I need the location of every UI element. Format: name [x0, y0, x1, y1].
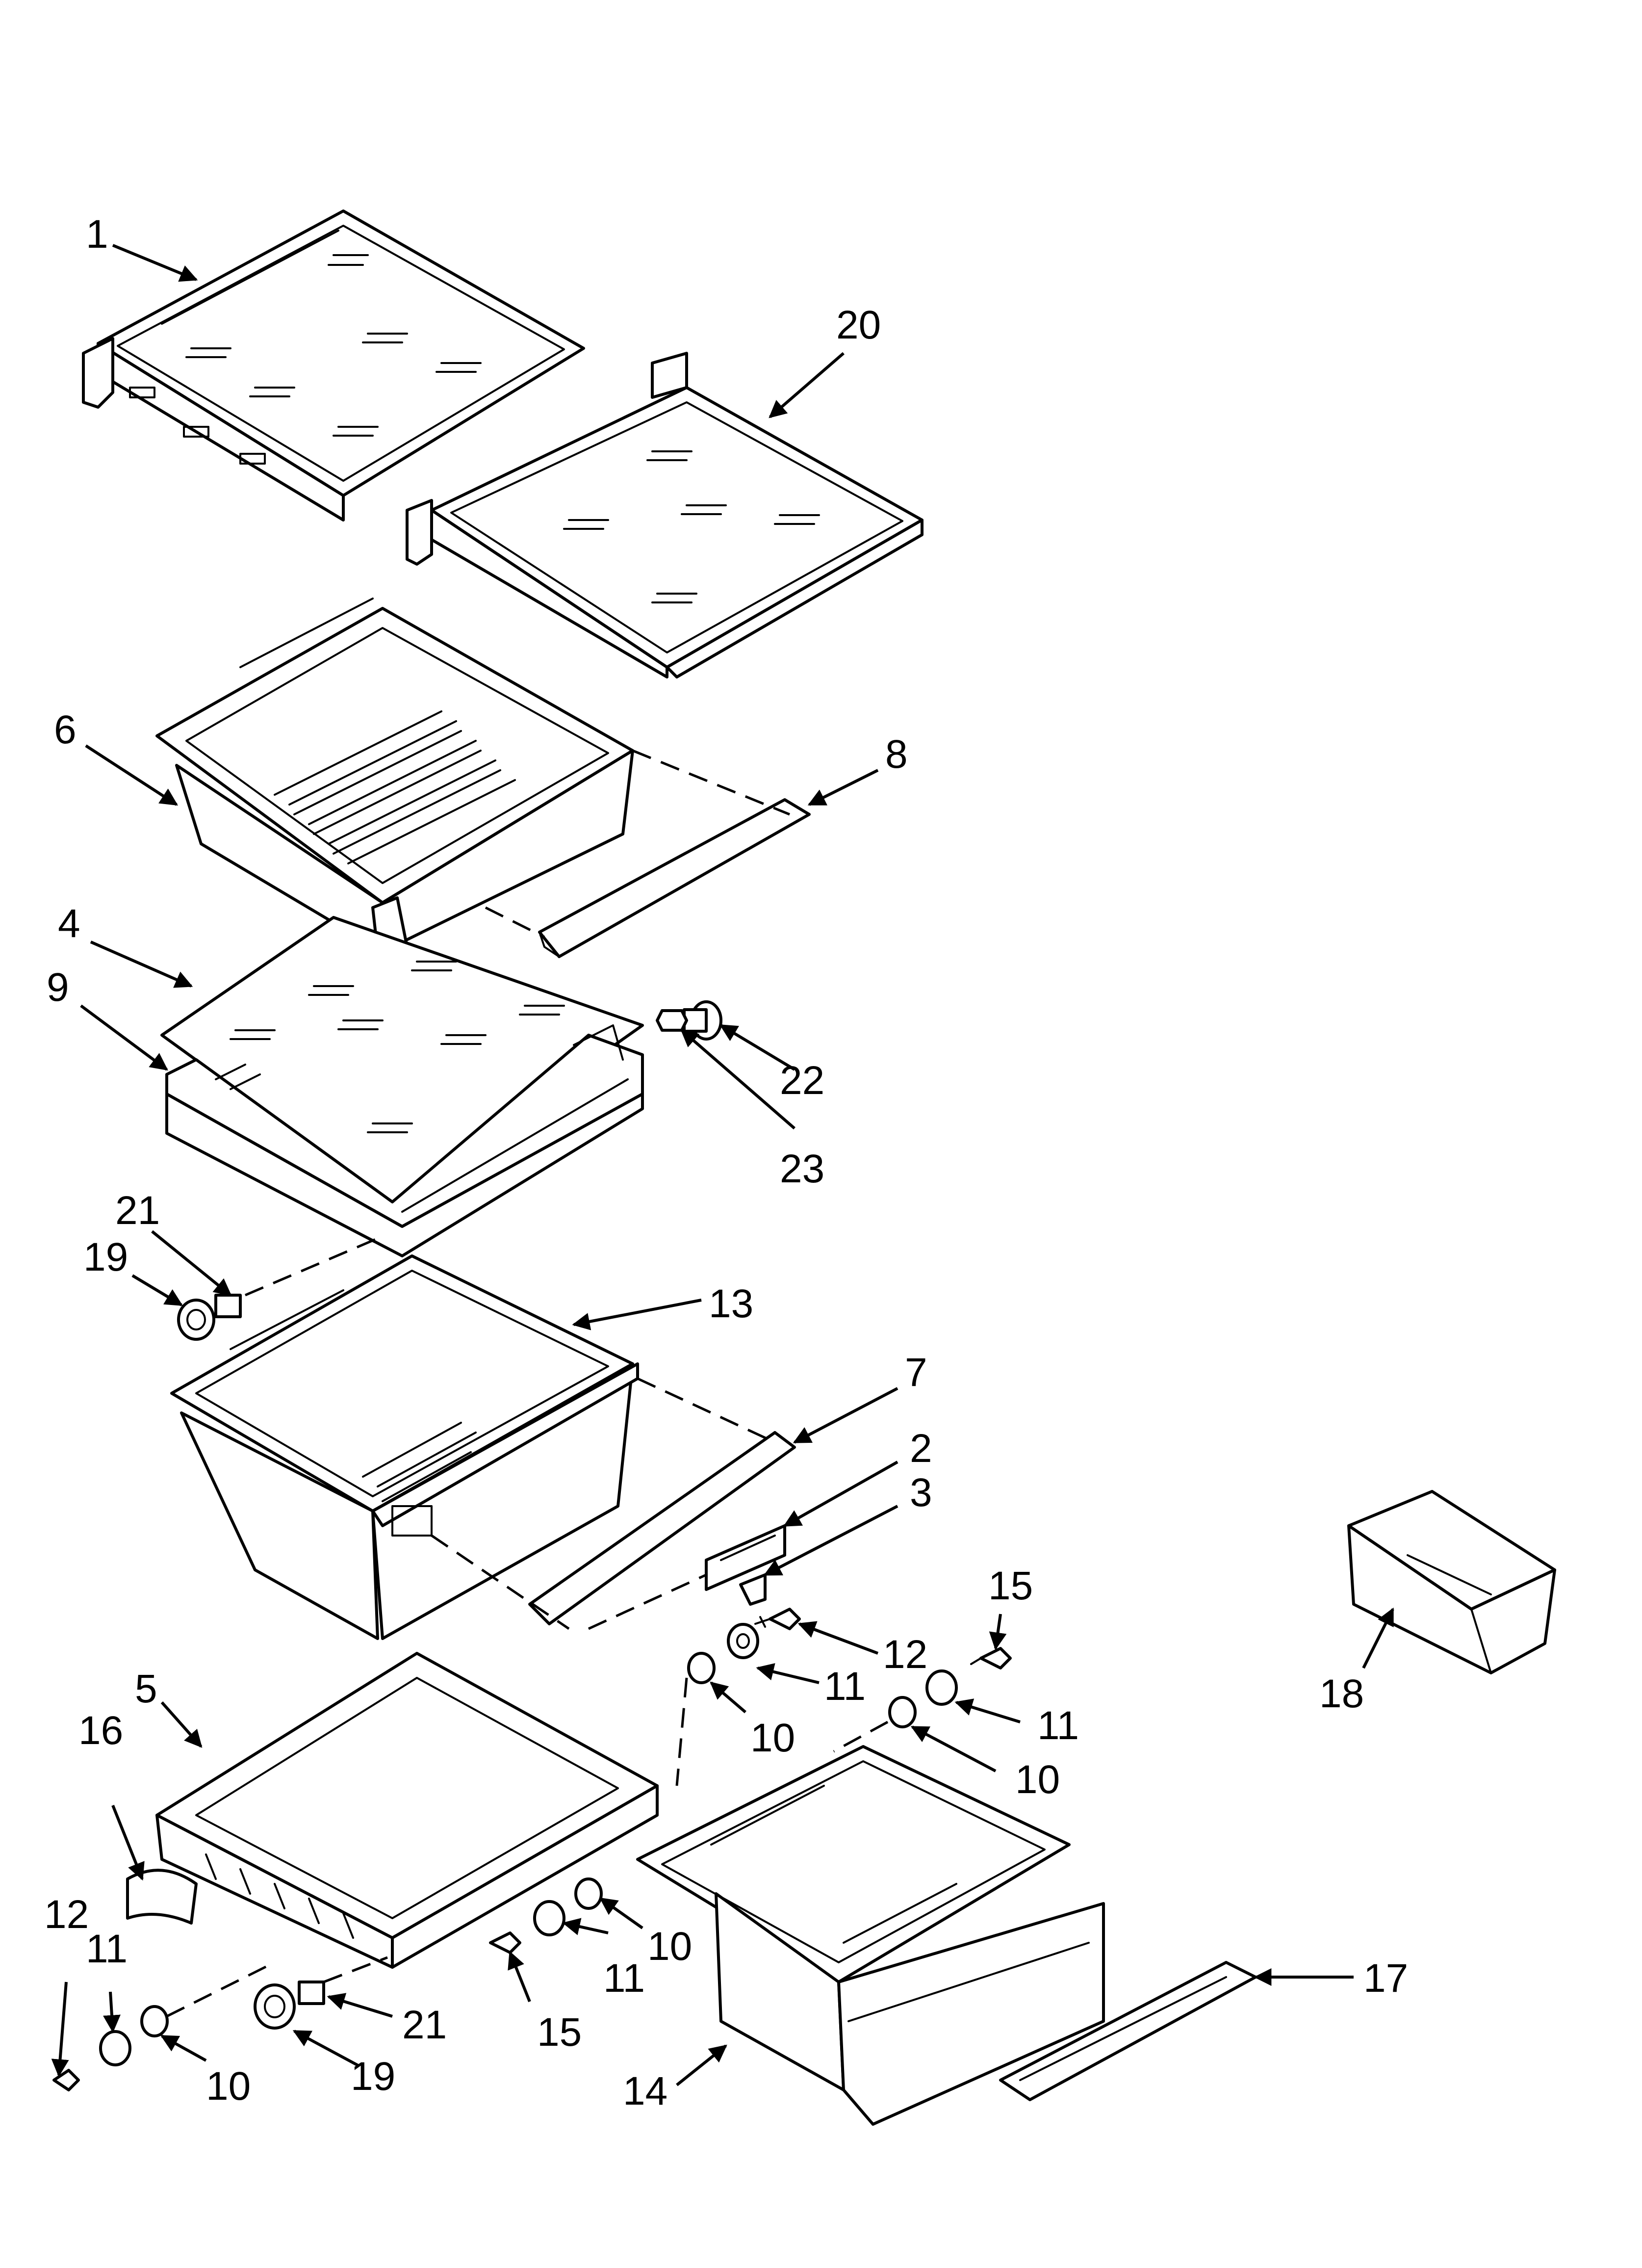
callout-22: 22: [780, 1058, 824, 1103]
part-19-roller-lower: [254, 1983, 296, 2030]
callout-15-lower: 15: [537, 2010, 582, 2055]
part-10-washer-mid: [574, 1877, 603, 1910]
callout-4: 4: [58, 901, 80, 946]
part-5-cover-frame: [155, 1652, 659, 1969]
part-23-screw: [656, 1009, 688, 1032]
part-21-axle-lower: [298, 1981, 325, 2005]
callout-18: 18: [1319, 1671, 1364, 1716]
part-16-cap: [126, 1869, 198, 1925]
part-11-bushing-lower: [99, 2030, 131, 2066]
callout-11-a: 11: [824, 1664, 866, 1709]
part-7-trim-rail: [431, 1377, 796, 1630]
callout-2: 2: [910, 1426, 932, 1471]
callout-13: 13: [709, 1281, 753, 1326]
part-10-washer-upper: [687, 1652, 716, 1684]
callout-21-upper: 21: [115, 1188, 160, 1233]
part-9-cover-frame: [165, 1024, 644, 1257]
callout-20: 20: [836, 303, 881, 347]
part-10-washer-lower: [140, 2005, 169, 2037]
part-15-screw-upper: [970, 1647, 1012, 1669]
part-3-bracket: [739, 1573, 767, 1606]
callout-labels: 1 20 6 8 4 9 22 23 21 19 13 7 2 3 15 12 …: [44, 212, 1408, 2113]
callout-16: 16: [78, 1708, 123, 1753]
part-19-roller-upper: [177, 1299, 215, 1341]
callout-7: 7: [905, 1350, 927, 1395]
part-22-roller: [683, 1000, 722, 1041]
part-8-trim-rail: [485, 749, 811, 958]
callout-8: 8: [885, 732, 908, 777]
callout-10-d: 10: [647, 1924, 692, 1969]
callout-3: 3: [910, 1470, 932, 1515]
callout-15-upper: 15: [988, 1564, 1033, 1608]
callout-1: 1: [86, 212, 108, 257]
part-15-screw-lower: [489, 1931, 521, 1954]
part-20-glass-shelf: [406, 352, 924, 678]
part-2-clip: [705, 1524, 786, 1591]
part-13-deep-drawer: [170, 1254, 639, 1640]
callout-19-upper: 19: [83, 1235, 128, 1279]
callout-12-lower: 12: [44, 1892, 89, 1937]
part-12-screw-upper: [754, 1608, 801, 1630]
callout-17: 17: [1363, 1956, 1408, 2001]
part-14-lower-drawer: [636, 1745, 1105, 2126]
callout-11-c: 11: [86, 1927, 128, 1971]
callout-6: 6: [54, 707, 77, 752]
part-11-bushing-mid: [533, 1900, 565, 1936]
part-18-door-bin: [1347, 1490, 1556, 1674]
callout-19-lower: 19: [351, 2054, 395, 2099]
callout-9: 9: [47, 965, 69, 1010]
callout-21-lower: 21: [402, 2003, 447, 2047]
callout-23: 23: [780, 1147, 824, 1191]
part-11-bushing-upper: [727, 1623, 759, 1659]
callout-12-upper: 12: [883, 1632, 927, 1677]
callout-11-d: 11: [603, 1956, 645, 2001]
part-21-axle-upper: [214, 1294, 242, 1318]
callout-5: 5: [135, 1667, 157, 1711]
callout-11-b: 11: [1037, 1703, 1079, 1748]
part-10-washer-right: [888, 1696, 917, 1728]
part-6-crisper-drawer: [155, 598, 634, 958]
callout-14: 14: [623, 2069, 667, 2113]
leader-lines: [51, 244, 1394, 2086]
part-1-glass-shelf: [82, 209, 585, 521]
callout-10-b: 10: [1015, 1757, 1060, 1802]
callout-10-a: 10: [750, 1716, 795, 1760]
callout-10-c: 10: [206, 2064, 251, 2109]
part-11-bushing-right: [925, 1669, 958, 1706]
